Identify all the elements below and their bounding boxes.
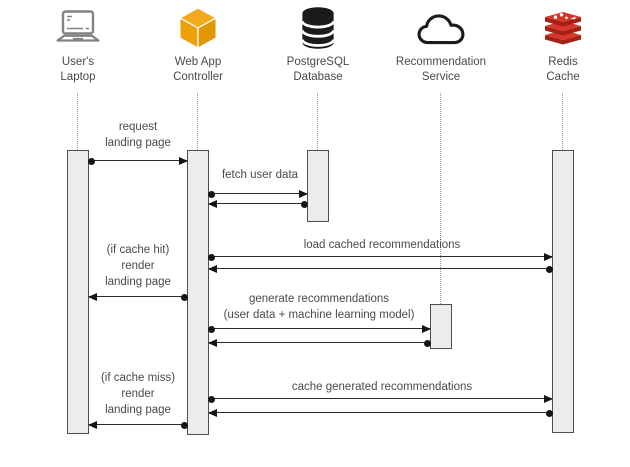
actor-label-recommendation-service: Recommendation Service — [395, 56, 487, 83]
cloud-icon — [417, 4, 465, 52]
arrow-cache-generated-recommendations-reply — [208, 409, 553, 418]
actor-label-redis-cache: Redis Cache — [546, 56, 580, 83]
arrow-cache-hit-render-landing-page — [88, 293, 188, 302]
activation-postgresql-database — [307, 150, 329, 222]
lifeline-postgresql-database — [317, 93, 318, 150]
lifeline-web-app-controller — [197, 93, 198, 150]
message-label-cache-generated-recommendations: cache generated recommendations — [291, 381, 473, 393]
arrow-fetch-user-data-reply — [208, 200, 308, 209]
message-label-if-cache-hit-render: (if cache hit) render landing page — [105, 244, 171, 288]
activation-recommendation-service — [430, 304, 452, 349]
lifeline-users-laptop — [77, 93, 78, 150]
redis-icon — [539, 4, 587, 52]
database-icon — [294, 4, 342, 52]
laptop-icon — [54, 4, 102, 52]
lifeline-redis-cache — [562, 93, 563, 150]
message-label-request-landing-page: request landing page — [105, 121, 171, 149]
message-label-generate-recommendations: generate recommendations (user data + ma… — [223, 293, 415, 321]
actor-label-web-app-controller: Web App Controller — [173, 56, 223, 83]
cube-icon — [174, 4, 222, 52]
message-label-if-cache-miss-render: (if cache miss) render landing page — [100, 372, 176, 416]
message-label-load-cached-recommendations: load cached recommendations — [303, 239, 461, 251]
arrow-cache-miss-render-landing-page — [88, 421, 188, 430]
arrow-generate-recommendations-reply — [208, 339, 431, 348]
arrow-fetch-user-data — [208, 190, 308, 199]
actor-label-users-laptop: User's Laptop — [60, 56, 96, 83]
activation-web-app-controller — [187, 150, 209, 435]
arrow-cache-generated-recommendations — [208, 395, 553, 404]
arrow-load-cached-recommendations — [208, 253, 553, 262]
activation-users-laptop — [67, 150, 89, 434]
actor-label-postgresql-database: PostgreSQL Database — [286, 56, 350, 83]
arrow-load-cached-recommendations-reply — [208, 265, 553, 274]
lifeline-recommendation-service — [440, 93, 441, 304]
arrow-request-landing-page — [88, 157, 188, 166]
activation-redis-cache — [552, 150, 574, 433]
arrow-generate-recommendations — [208, 325, 431, 334]
message-label-fetch-user-data: fetch user data — [221, 169, 299, 181]
